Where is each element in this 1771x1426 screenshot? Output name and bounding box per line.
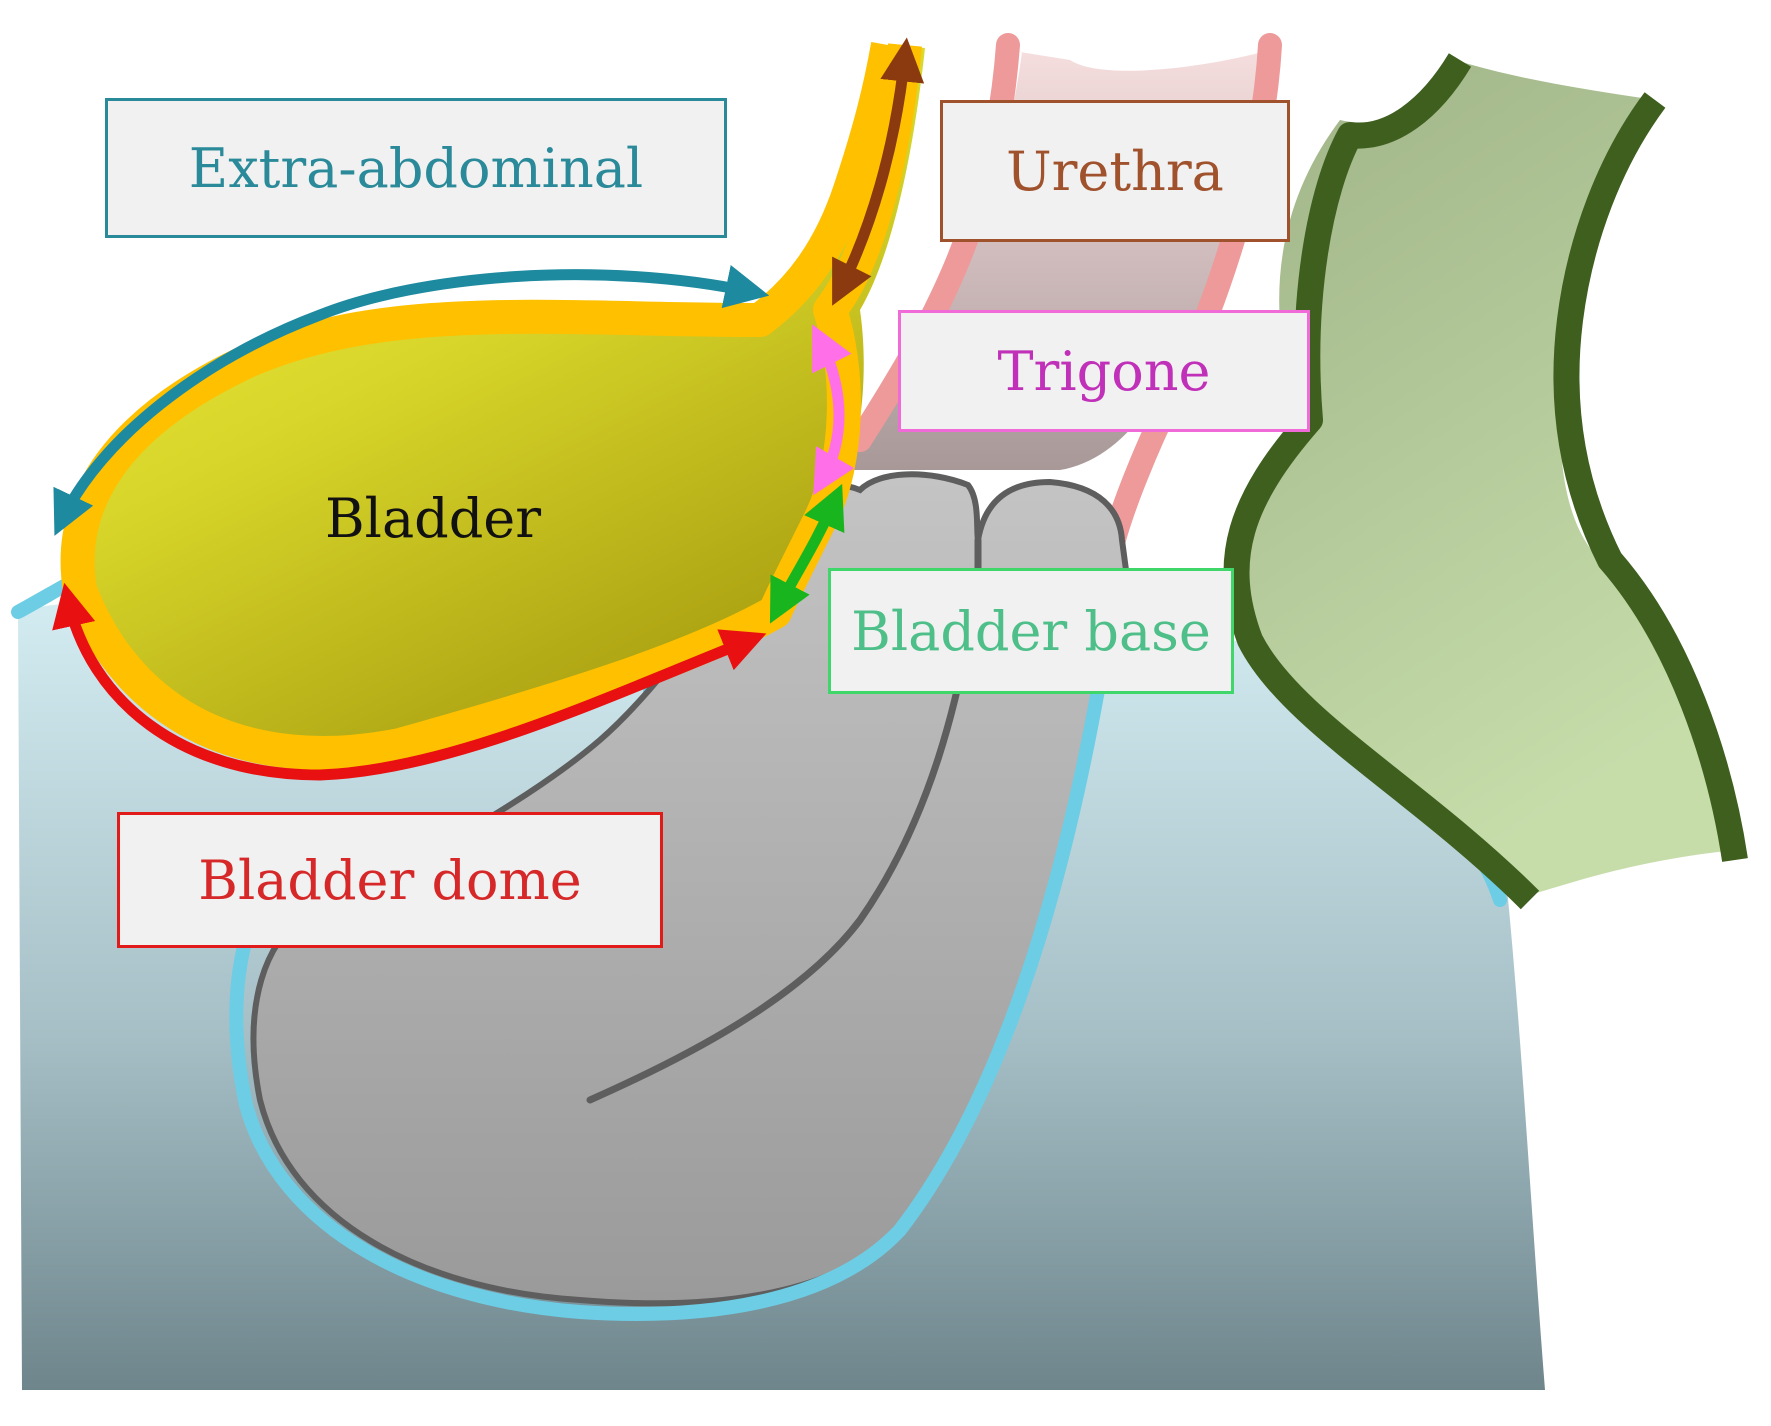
urethra-arrow xyxy=(832,37,925,306)
rectum-right-wall xyxy=(1553,92,1748,862)
trigone-label: Trigone xyxy=(898,310,1310,432)
bladder-dome-label: Bladder dome xyxy=(117,812,663,948)
urethra-label: Urethra xyxy=(940,100,1290,242)
extra-abdominal-text: Extra-abdominal xyxy=(188,136,644,200)
rectum-left-wall xyxy=(1223,53,1540,910)
trigone-arrow xyxy=(812,324,855,496)
bladder-label: Bladder xyxy=(325,487,542,550)
bladder-dome-text: Bladder dome xyxy=(198,848,582,912)
trigone-text: Trigone xyxy=(997,339,1211,403)
bowel-lining xyxy=(229,683,1105,1321)
extra-abdominal-arrow xyxy=(53,265,770,536)
bladder-dome-arrow xyxy=(52,582,767,781)
extra-abdominal-label: Extra-abdominal xyxy=(105,98,727,238)
urethra-text: Urethra xyxy=(1006,139,1224,203)
rectum xyxy=(1229,60,1735,895)
bladder-base-text: Bladder base xyxy=(851,599,1211,663)
bladder-base-label: Bladder base xyxy=(828,568,1234,694)
bladder-base-arrow xyxy=(769,483,845,624)
